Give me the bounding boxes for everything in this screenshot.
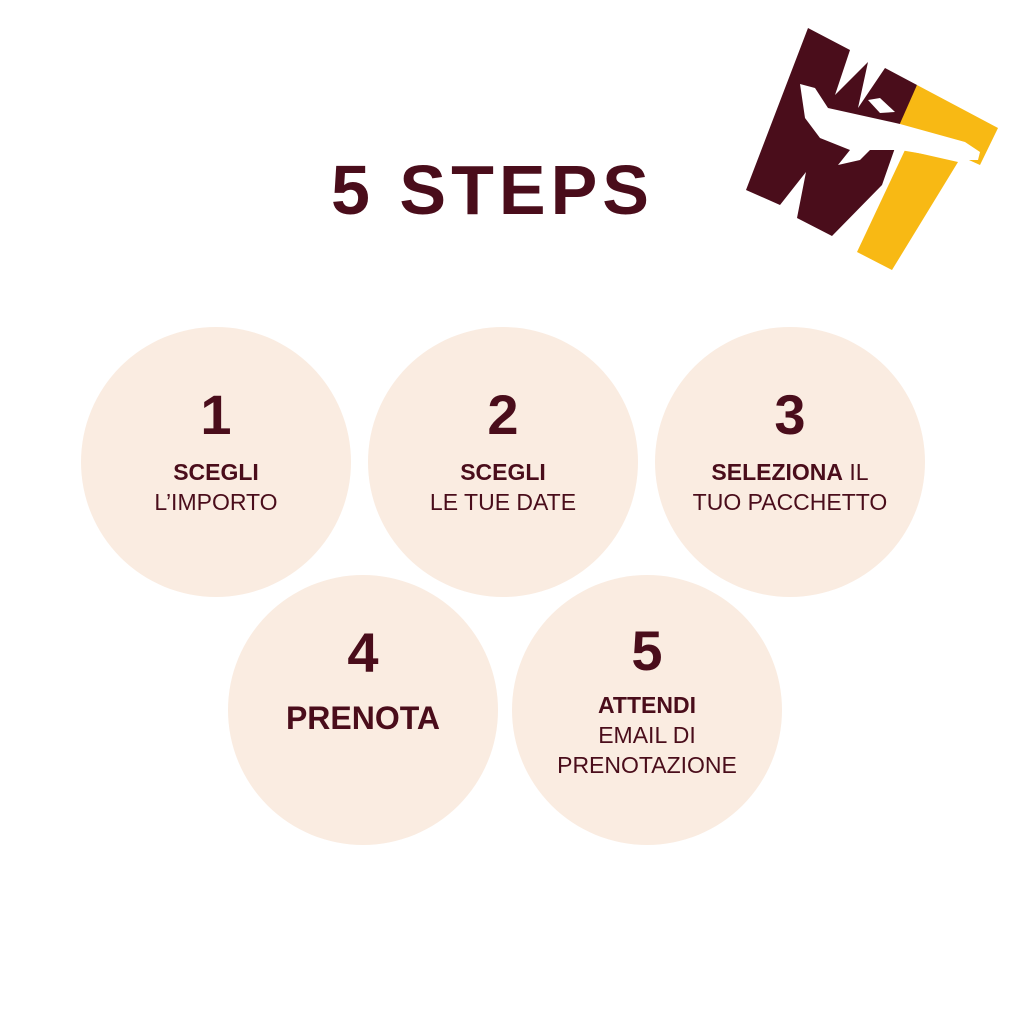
step-number: 2	[487, 383, 519, 446]
wt-airplane-logo-icon	[746, 28, 998, 270]
step-1: 1 SCEGLI L’IMPORTO	[81, 327, 351, 597]
step-4: 4 PRENOTA	[228, 575, 498, 845]
step-label-line2: L’IMPORTO	[154, 489, 278, 515]
step-label-suffix: IL	[843, 459, 869, 485]
step-label: SELEZIONA	[711, 459, 844, 485]
step-number: 4	[347, 621, 379, 684]
step-number: 5	[631, 619, 663, 682]
step-label: SCEGLI	[460, 459, 546, 485]
step-3: 3 SELEZIONA IL TUO PACCHETTO	[655, 327, 925, 597]
step-label-line2: EMAIL DI	[598, 722, 696, 748]
page-title: 5 STEPS	[331, 151, 654, 229]
step-label: SCEGLI	[173, 459, 259, 485]
step-number: 3	[774, 383, 806, 446]
step-label: ATTENDI	[598, 692, 696, 718]
step-2: 2 SCEGLI LE TUE DATE	[368, 327, 638, 597]
step-label-line2: TUO PACCHETTO	[692, 489, 888, 515]
step-label-line3: PRENOTAZIONE	[557, 752, 737, 778]
step-5: 5 ATTENDI EMAIL DI PRENOTAZIONE	[512, 575, 782, 845]
step-label-line2: LE TUE DATE	[429, 489, 577, 515]
step-number: 1	[200, 383, 232, 446]
step-label: PRENOTA	[285, 700, 441, 736]
